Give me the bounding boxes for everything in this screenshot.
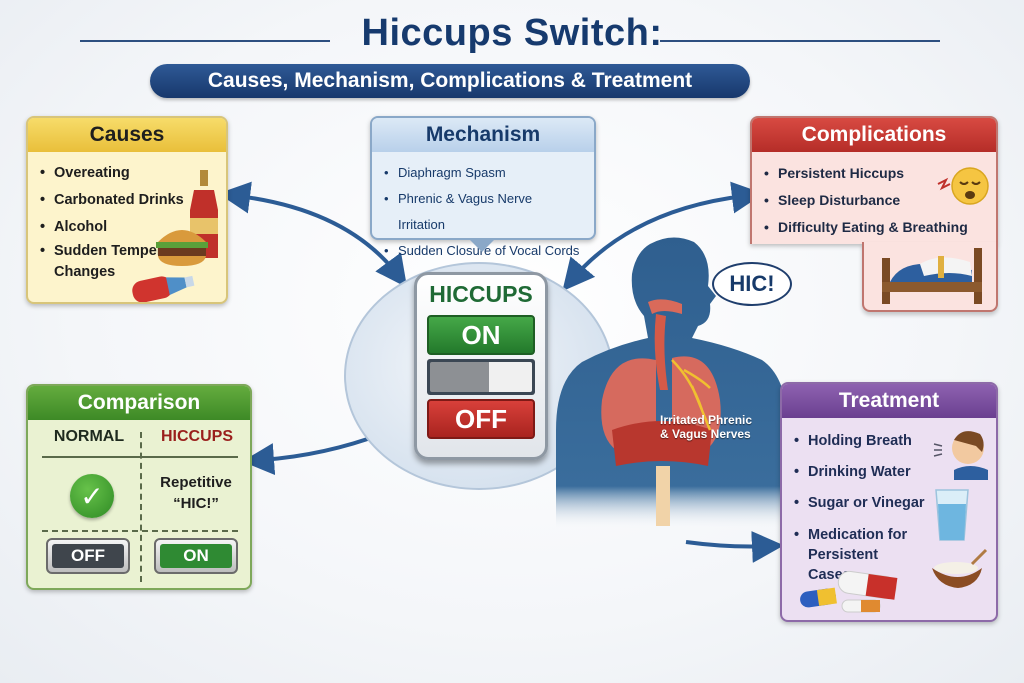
mechanism-title: Mechanism bbox=[372, 118, 594, 152]
title-rule-left bbox=[80, 40, 330, 42]
list-item: Phrenic & Vagus Nerve Irritation bbox=[384, 186, 582, 238]
arrow-to-treatment bbox=[685, 530, 784, 563]
switch-toggle-track bbox=[427, 359, 535, 395]
title-rule-right bbox=[660, 40, 940, 42]
normal-off-button: OFF bbox=[46, 538, 130, 574]
bed-icon bbox=[882, 248, 982, 304]
pills-icon bbox=[800, 570, 898, 613]
treatment-title: Treatment bbox=[782, 384, 996, 418]
switch-on-button: ON bbox=[427, 315, 535, 355]
repetitive-hic-text: Repetitive “HIC!” bbox=[160, 474, 232, 512]
mechanism-list: Diaphragm Spasm Phrenic & Vagus Nerve Ir… bbox=[372, 152, 594, 272]
list-item: Sugar or Vinegar bbox=[794, 488, 984, 519]
complications-panel: Complications Persistent Hiccups Sleep D… bbox=[750, 116, 998, 244]
switch-label: HICCUPS bbox=[429, 281, 533, 307]
page-title: Hiccups Switch: bbox=[361, 12, 663, 54]
checkmark-icon: ✓ bbox=[70, 474, 114, 518]
causes-panel: Causes Overeating Carbonated Drinks Alco… bbox=[26, 116, 228, 304]
list-item: Sleep Disturbance bbox=[764, 187, 984, 214]
tired-face-icon bbox=[937, 167, 989, 205]
water-glass-icon bbox=[935, 489, 969, 541]
list-item: Difficulty Eating & Breathing bbox=[764, 214, 984, 241]
tipped-bottle-icon bbox=[132, 275, 195, 302]
list-item: Medication for Persistent Cases bbox=[794, 525, 914, 585]
switch-toggle-knob bbox=[430, 362, 532, 392]
column-divider bbox=[140, 432, 142, 582]
hiccups-column-label: HICCUPS bbox=[160, 428, 233, 445]
page-subtitle: Causes, Mechanism, Complications & Treat… bbox=[150, 64, 750, 98]
list-item: Carbonated Drinks bbox=[40, 187, 214, 214]
sugar-bowl-icon bbox=[932, 548, 988, 588]
list-item: Persistent Hiccups bbox=[764, 160, 984, 187]
mechanism-callout-tail bbox=[468, 238, 496, 252]
normal-column-label: NORMAL bbox=[53, 428, 125, 445]
treatment-panel: Treatment Holding Breath Drinking Water … bbox=[780, 382, 998, 622]
causes-title: Causes bbox=[28, 118, 226, 152]
list-item: Drinking Water bbox=[794, 457, 984, 488]
comparison-title: Comparison bbox=[28, 386, 250, 420]
row-divider bbox=[42, 530, 238, 532]
mechanism-panel: Mechanism Diaphragm Spasm Phrenic & Vagu… bbox=[370, 116, 596, 264]
list-item: Diaphragm Spasm bbox=[384, 160, 582, 186]
person-silhouette-icon bbox=[556, 237, 788, 530]
normal-off-label: OFF bbox=[52, 544, 124, 568]
comparison-panel: Comparison NORMAL HICCUPS ✓ Repetitive “… bbox=[26, 384, 252, 590]
list-item: Alcohol bbox=[40, 214, 214, 241]
hiccups-on-label: ON bbox=[160, 544, 232, 568]
breathing-person-icon bbox=[933, 431, 988, 480]
switch-off-button: OFF bbox=[427, 399, 535, 439]
complications-title: Complications bbox=[752, 118, 996, 152]
hiccups-switch: HICCUPS ON OFF bbox=[414, 272, 548, 460]
irritated-nerves-label: Irritated Phrenic & Vagus Nerves bbox=[660, 413, 753, 441]
burger-icon bbox=[156, 230, 208, 266]
list-item: Overeating bbox=[40, 160, 214, 187]
hic-speech-bubble: HIC! bbox=[712, 262, 792, 306]
list-item: Holding Breath bbox=[794, 426, 984, 457]
complications-panel-extension bbox=[862, 242, 998, 312]
hiccups-on-button: ON bbox=[154, 538, 238, 574]
complications-list: Persistent Hiccups Sleep Disturbance Dif… bbox=[752, 152, 996, 244]
treatment-list: Holding Breath Drinking Water Sugar or V… bbox=[782, 418, 996, 593]
